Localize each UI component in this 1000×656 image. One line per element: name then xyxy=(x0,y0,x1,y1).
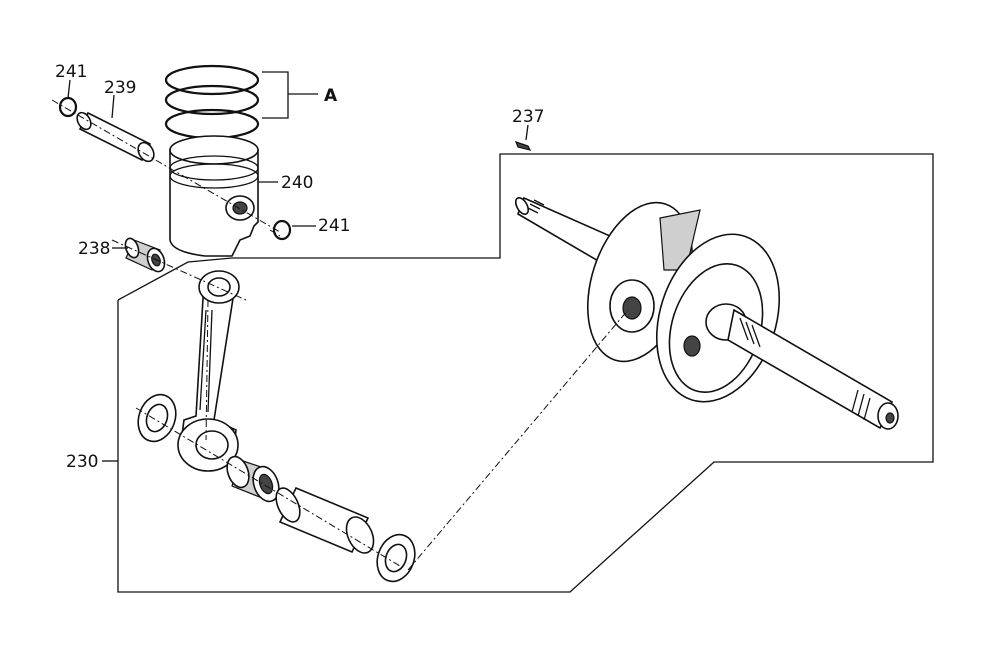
piston xyxy=(169,135,259,257)
callout-239: 239 xyxy=(104,78,136,98)
piston-rings xyxy=(164,64,318,140)
callout-237: 237 xyxy=(512,107,544,127)
crank-pin xyxy=(275,486,375,554)
circlip-right xyxy=(272,219,292,241)
leader-lines xyxy=(67,79,529,462)
callout-labels: 241 239 A 237 240 241 238 230 xyxy=(55,62,544,472)
piston-pin xyxy=(76,111,155,163)
big-end-bearing xyxy=(226,455,280,503)
callout-A: A xyxy=(324,86,338,106)
crankshaft xyxy=(514,196,899,430)
thrust-washer-right xyxy=(376,533,416,583)
assembly-group-outline xyxy=(117,153,934,593)
connecting-rod xyxy=(177,270,240,472)
circlip-left xyxy=(58,96,78,118)
callout-240: 240 xyxy=(281,173,313,193)
alignment-lines xyxy=(51,99,629,571)
callout-241-right: 241 xyxy=(318,216,350,236)
woodruff-key xyxy=(514,141,532,151)
thrust-washer-left xyxy=(137,393,177,443)
callout-238: 238 xyxy=(78,239,110,259)
callout-230: 230 xyxy=(66,452,98,472)
callout-241-top: 241 xyxy=(55,62,87,82)
